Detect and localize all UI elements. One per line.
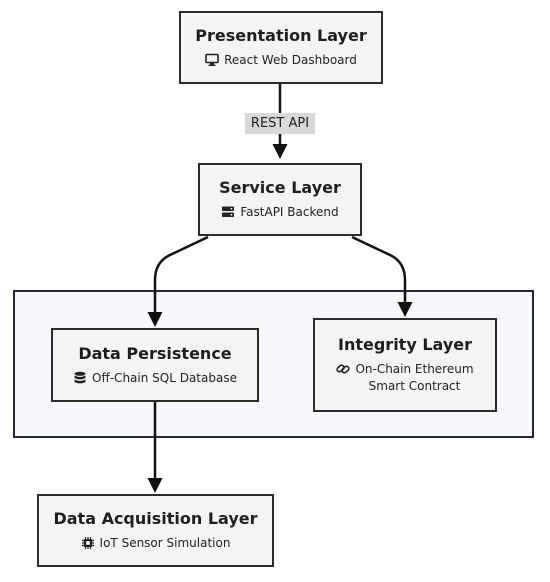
- monitor-icon: [205, 53, 219, 67]
- node-subtitle-row: Off-Chain SQL Database: [73, 370, 237, 387]
- link-icon: [336, 362, 351, 376]
- node-data-acquisition-layer: Data Acquisition Layer IoT Sensor Simula…: [37, 494, 274, 567]
- node-title: Data Persistence: [78, 343, 232, 363]
- server-icon: [221, 205, 235, 219]
- node-subtitle-row: On-Chain Ethereum Smart Contract: [336, 361, 474, 395]
- node-integrity-layer: Integrity Layer On-Chain Ethereum Smart …: [313, 318, 497, 412]
- edge-label-rest-api: REST API: [245, 113, 315, 134]
- node-subtitle-lines: On-Chain Ethereum Smart Contract: [355, 361, 473, 395]
- node-subtitle-row: IoT Sensor Simulation: [81, 535, 231, 552]
- node-subtitle-row: FastAPI Backend: [221, 204, 339, 221]
- node-title: Service Layer: [219, 178, 341, 197]
- node-subtitle-row: React Web Dashboard: [205, 52, 357, 69]
- node-title: Data Acquisition Layer: [53, 509, 258, 528]
- node-subtitle: FastAPI Backend: [240, 205, 339, 219]
- edge-service-to-integrity: [351, 235, 413, 317]
- node-subtitle-line: Smart Contract: [368, 379, 461, 393]
- chip-icon: [81, 536, 95, 550]
- node-data-persistence: Data Persistence Off-Chain SQL Database: [51, 328, 259, 402]
- edge-service-to-persistence: [147, 235, 209, 327]
- node-subtitle: React Web Dashboard: [224, 53, 357, 67]
- node-title: Integrity Layer: [338, 335, 472, 354]
- node-subtitle-line: On-Chain Ethereum: [355, 362, 474, 376]
- node-title: Presentation Layer: [195, 26, 367, 45]
- node-subtitle: IoT Sensor Simulation: [99, 536, 231, 550]
- node-subtitle: Off-Chain SQL Database: [92, 370, 237, 385]
- node-service-layer: Service Layer FastAPI Backend: [198, 163, 362, 236]
- node-presentation-layer: Presentation Layer React Web Dashboard: [179, 11, 383, 84]
- database-icon: [73, 371, 87, 385]
